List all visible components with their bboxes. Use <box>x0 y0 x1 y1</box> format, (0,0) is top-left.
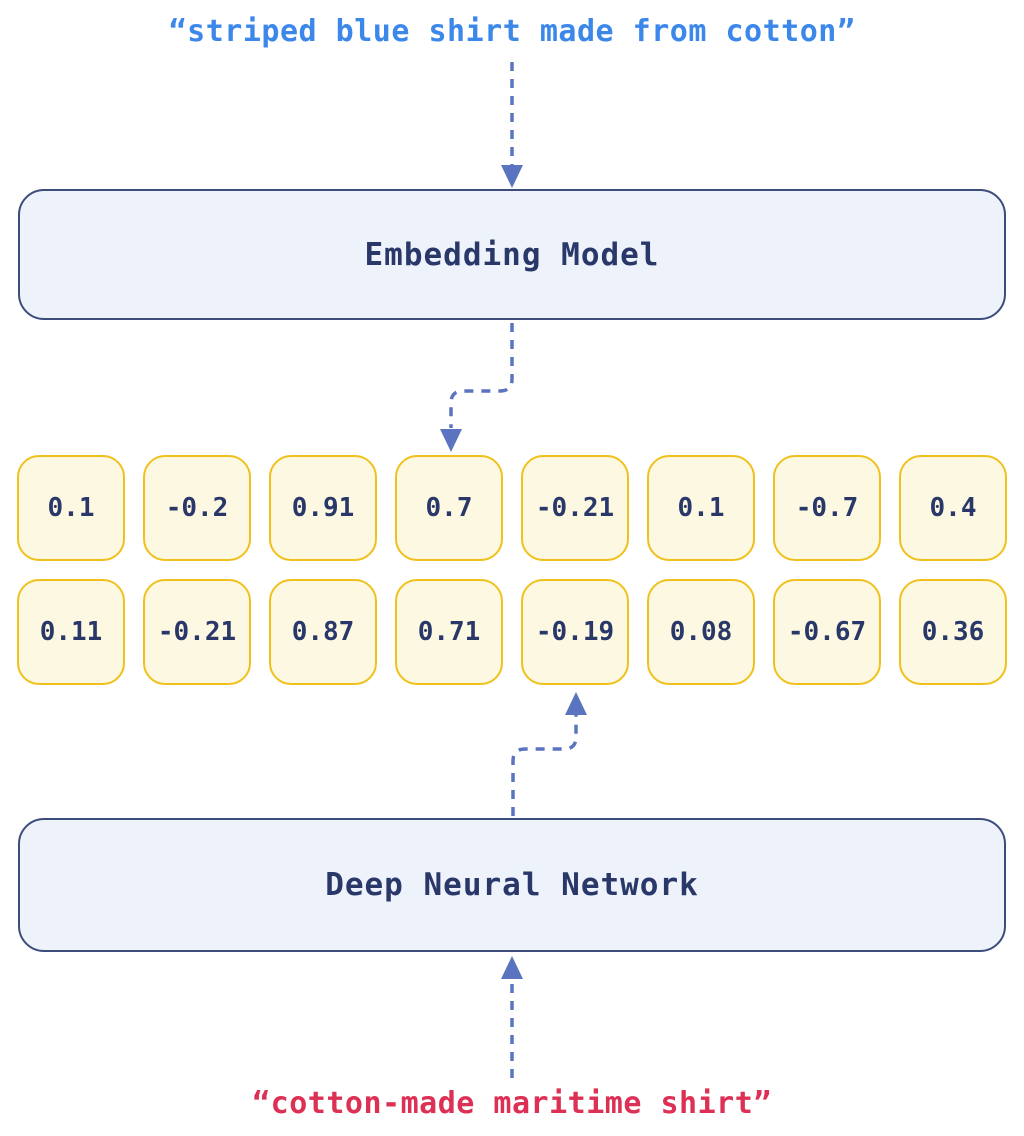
arrow-embedding-to-vectors <box>449 323 514 428</box>
vector-value: 0.1 <box>17 455 125 561</box>
vector-value: 0.36 <box>899 579 1007 685</box>
vector-value: -0.67 <box>773 579 881 685</box>
top-query-text: “striped blue shirt made from cotton” <box>168 14 856 49</box>
vector-value: -0.21 <box>521 455 629 561</box>
bottom-query-text: “cotton-made maritime shirt” <box>252 1086 772 1121</box>
vector-value: -0.7 <box>773 455 881 561</box>
embedding-model-box: Embedding Model <box>18 189 1006 320</box>
vector-value: 0.1 <box>647 455 755 561</box>
vector-value: -0.19 <box>521 579 629 685</box>
vector-value: 0.91 <box>269 455 377 561</box>
arrowhead-up-vectors-icon <box>565 692 587 715</box>
embedding-vector-grid: 0.1 -0.2 0.91 0.7 -0.21 0.1 -0.7 0.4 0.1… <box>17 455 1007 685</box>
arrowhead-down-vectors-icon <box>440 429 462 452</box>
vector-value: -0.21 <box>143 579 251 685</box>
vector-value: 0.11 <box>17 579 125 685</box>
arrow-dnn-to-vectors <box>511 715 578 816</box>
deep-neural-network-label: Deep Neural Network <box>325 867 699 903</box>
arrowhead-down-embedding-icon <box>501 165 523 188</box>
arrowhead-up-dnn-icon <box>501 956 523 979</box>
vector-value: 0.08 <box>647 579 755 685</box>
vector-value: 0.71 <box>395 579 503 685</box>
embedding-model-label: Embedding Model <box>364 236 660 273</box>
deep-neural-network-box: Deep Neural Network <box>18 818 1006 952</box>
vector-value: 0.87 <box>269 579 377 685</box>
vector-value: 0.7 <box>395 455 503 561</box>
vector-value: -0.2 <box>143 455 251 561</box>
vector-value: 0.4 <box>899 455 1007 561</box>
